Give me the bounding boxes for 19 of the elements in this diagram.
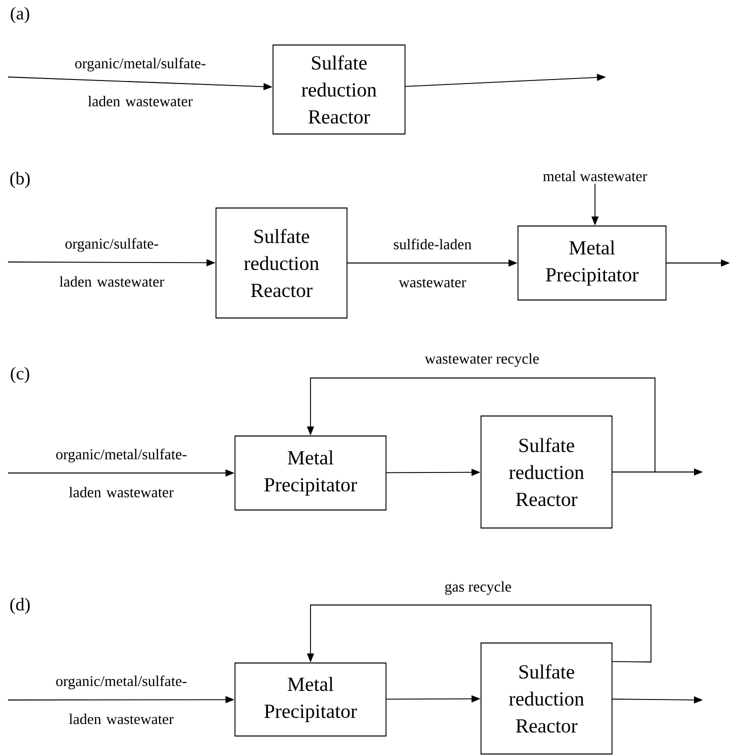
edge-label: organic/metal/sulfate- laden wastewater bbox=[56, 675, 186, 724]
edge-label: organic/metal/sulfate- laden wastewater bbox=[56, 448, 186, 498]
process-box: Sulfate reduction Reactor bbox=[216, 208, 348, 318]
panel-label: (b) bbox=[10, 172, 30, 188]
edge-label: gas recycle bbox=[445, 581, 511, 595]
edge-label: organic/sulfate- laden wastewater bbox=[60, 238, 164, 287]
process-box: Sulfate reduction Reactor bbox=[272, 44, 406, 134]
process-box: Sulfate reduction Reactor bbox=[480, 416, 612, 528]
process-box: Metal Precipitator bbox=[234, 436, 386, 510]
panel-label: (d) bbox=[10, 598, 30, 614]
process-box: Sulfate reduction Reactor bbox=[480, 642, 612, 754]
edge-label: sulfide-laden wastewater bbox=[394, 238, 472, 288]
panel-label: (c) bbox=[10, 366, 30, 384]
process-box: Metal Precipitator bbox=[518, 226, 666, 300]
edge-label: wastewater recycle bbox=[424, 353, 539, 367]
input-label: metal wastewater bbox=[543, 170, 648, 182]
edge-label: organic/metal/sulfate- laden wastewater bbox=[75, 58, 206, 106]
panel-label: (a) bbox=[10, 6, 30, 24]
process-box: Metal Precipitator bbox=[234, 662, 386, 736]
